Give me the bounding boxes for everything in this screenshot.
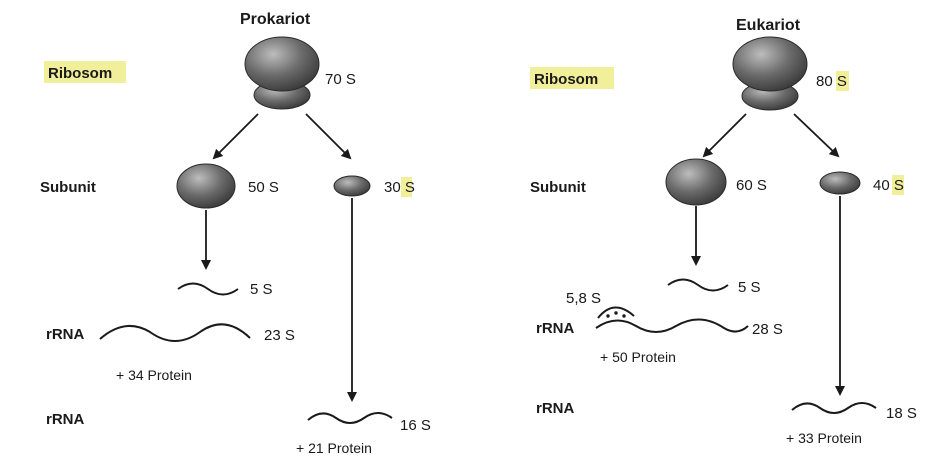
- prokaryote-small-subunit-unit: S: [405, 179, 415, 196]
- arrow-euk-ribosome-to-small: [793, 113, 840, 158]
- prokaryote-23s-label: 23 S: [264, 327, 295, 344]
- eukaryote-small-subunit-unit: S: [894, 177, 904, 194]
- eukaryote-large-subunit-icon: [665, 158, 727, 206]
- row-label-ribosome-right: Ribosom: [534, 71, 598, 88]
- eukaryote-large-protein: + 50 Protein: [600, 349, 676, 365]
- prokaryote-16s-label: 16 S: [400, 417, 431, 434]
- eukaryote-large-subunit-number: 60: [736, 177, 753, 194]
- eukaryote-28s-rrna-wave: [595, 318, 749, 333]
- eukaryote-ribosome-unit: S: [837, 73, 847, 90]
- prokaryote-small-subunit-number: 30: [384, 179, 401, 196]
- arrow-euk-ribosome-to-large: [702, 113, 747, 158]
- row-label-ribosome-left: Ribosom: [48, 65, 112, 82]
- row-label-rrna-left-1: rRNA: [46, 326, 85, 343]
- eukaryote-small-subunit-number: 40: [873, 177, 890, 194]
- eukaryote-small-protein: + 33 Protein: [786, 430, 862, 446]
- row-label-subunit-right: Subunit: [530, 179, 586, 196]
- row-label-rrna-left-2: rRNA: [46, 411, 85, 428]
- prokaryote-ribosome-number: 70: [325, 71, 342, 88]
- eukaryote-58s-rrna-arc: [597, 306, 635, 319]
- eukaryote-ribosome-number: 80: [816, 73, 833, 90]
- prokaryote-small-subunit-value: 30 S: [384, 179, 415, 196]
- eukaryote-ribosome-unit-highlight: [836, 71, 849, 91]
- base-pairing-dots: [606, 311, 626, 318]
- arrow-prok-ribosome-to-large: [212, 113, 259, 160]
- row-label-rrna-right-1: rRNA: [536, 320, 575, 337]
- ribosome-label-highlight-right: [530, 67, 614, 89]
- row-label-subunit-left: Subunit: [40, 179, 96, 196]
- prokaryote-23s-rrna-wave: [99, 323, 251, 342]
- ribosome-label-highlight-left: [44, 61, 126, 83]
- prokaryote-small-subunit-icon: [333, 175, 371, 197]
- eukaryote-large-subunit-value: 60 S: [736, 177, 767, 194]
- prokaryote-large-subunit-number: 50: [248, 179, 265, 196]
- prokaryote-small-unit-highlight: [401, 177, 412, 197]
- arrow-prok-ribosome-to-small: [305, 113, 352, 160]
- eukaryote-18s-rrna-wave: [791, 402, 877, 414]
- eukaryote-5s-rrna-wave: [667, 278, 729, 292]
- prokaryote-large-subunit-value: 50 S: [248, 179, 279, 196]
- prokaryote-5s-rrna-wave: [177, 282, 239, 296]
- eukaryote-58s-label: 5,8 S: [566, 290, 601, 307]
- eukaryote-5s-label: 5 S: [738, 279, 761, 296]
- prokaryote-5s-label: 5 S: [250, 281, 273, 298]
- prokaryote-large-subunit-icon: [176, 163, 236, 209]
- eukaryote-ribosome-icon: [732, 36, 808, 111]
- eukaryote-28s-label: 28 S: [752, 321, 783, 338]
- prokaryote-ribosome-value: 70 S: [325, 71, 356, 88]
- prokaryote-large-subunit-unit: S: [269, 179, 279, 196]
- eukaryote-18s-label: 18 S: [886, 405, 917, 422]
- prokaryote-title: Prokariot: [240, 11, 311, 28]
- prokaryote-large-protein: + 34 Protein: [116, 367, 192, 383]
- eukaryote-small-unit-highlight: [892, 175, 904, 195]
- eukaryote-ribosome-value: 80 S: [816, 73, 847, 90]
- eukaryote-small-subunit-icon: [819, 171, 861, 195]
- prokaryote-ribosome-icon: [244, 36, 320, 110]
- prokaryote-ribosome-unit: S: [346, 71, 356, 88]
- row-label-rrna-right-2: rRNA: [536, 400, 575, 417]
- eukaryote-title: Eukariot: [736, 17, 801, 34]
- prokaryote-small-protein: + 21 Protein: [296, 440, 372, 456]
- eukaryote-large-subunit-unit: S: [757, 177, 767, 194]
- eukaryote-small-subunit-value: 40 S: [873, 177, 904, 194]
- prokaryote-16s-rrna-wave: [307, 412, 393, 424]
